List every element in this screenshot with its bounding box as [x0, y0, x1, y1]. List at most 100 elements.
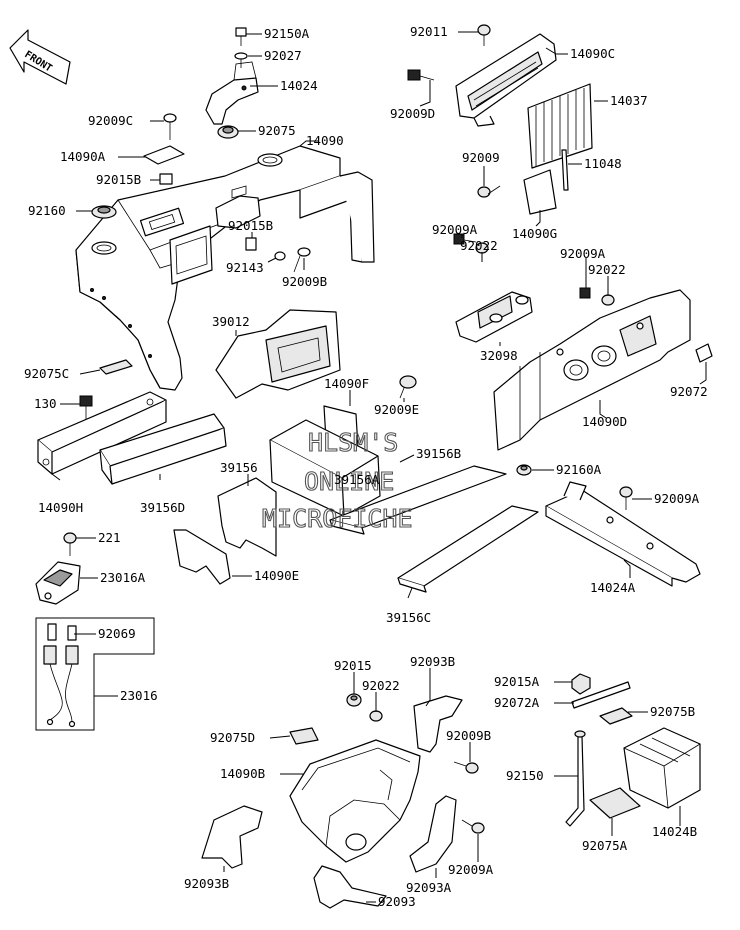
plate-14090A-icon — [143, 145, 185, 165]
dash-panel-14090D-icon — [493, 289, 691, 451]
label-14037: 14037 — [610, 93, 648, 108]
watermark: HLSM'S ONLINE MICROFICHE — [261, 427, 413, 533]
label-14090: 14090 — [306, 133, 344, 148]
bracket-92093A-icon — [409, 795, 457, 873]
label-92069: 92069 — [98, 626, 136, 641]
label-14024: 14024 — [280, 78, 318, 93]
label-14090E: 14090E — [254, 568, 299, 583]
label-92009B: 92009B — [282, 274, 327, 289]
rod-92150-icon — [565, 730, 586, 827]
label-92160A: 92160A — [556, 462, 602, 477]
pad-39156-icon — [217, 477, 277, 557]
label-11048: 11048 — [584, 156, 622, 171]
watermark-line3: MICROFICHE — [262, 504, 413, 533]
bolt-92009A-1-icon — [453, 233, 477, 245]
pad-39156D-icon — [99, 413, 227, 485]
label-92143: 92143 — [226, 260, 264, 275]
label-92075B: 92075B — [650, 704, 695, 719]
label-92009D: 92009D — [390, 106, 435, 121]
harness-box-23016 — [35, 617, 155, 731]
bracket-92093B-2-icon — [201, 805, 263, 869]
clip-92015B-icon — [159, 173, 173, 185]
label-92072: 92072 — [670, 384, 708, 399]
label-39156B: 39156B — [416, 446, 461, 461]
pad-39156B-icon — [329, 465, 507, 535]
label-92022-3: 92022 — [362, 678, 400, 693]
label-92075A: 92075A — [582, 838, 628, 853]
screw-221-icon — [63, 532, 77, 556]
bolt-92009C-icon — [163, 113, 177, 140]
grommet-92160A-icon — [516, 464, 532, 476]
label-14090C: 14090C — [570, 46, 615, 61]
watermark-line2: ONLINE — [304, 467, 394, 496]
wire-harness-23016-icon — [43, 645, 79, 728]
label-92093A: 92093A — [406, 880, 452, 895]
label-92075C: 92075C — [24, 366, 69, 381]
label-39156A: 39156A — [334, 472, 380, 487]
front-arrow-icon: FRONT — [9, 29, 71, 85]
label-92009C: 92009C — [88, 113, 133, 128]
leader-lines — [51, 31, 707, 903]
label-14024A: 14024A — [590, 580, 636, 595]
part-labels: 92150A 92027 14024 92009C 92075 14090 14… — [24, 24, 708, 909]
label-130: 130 — [34, 396, 57, 411]
bezel-14090C-icon — [455, 33, 557, 127]
bolt-92011-icon — [477, 24, 491, 46]
clip-92015B-2-icon — [245, 237, 257, 251]
label-92011: 92011 — [410, 24, 448, 39]
label-23016A: 23016A — [100, 570, 146, 585]
clip-92072-icon — [695, 343, 713, 363]
label-92022-2: 92022 — [588, 262, 626, 277]
label-92009A-4: 92009A — [448, 862, 494, 877]
bracket-92093B-1-icon — [413, 695, 463, 753]
bolt-130-icon — [79, 395, 93, 420]
bolt-92009A-2-icon — [579, 287, 591, 299]
bracket-39012-icon — [215, 309, 341, 399]
label-92075: 92075 — [258, 123, 296, 138]
label-14090A: 14090A — [60, 149, 106, 164]
bracket-14024A-icon — [545, 481, 701, 587]
bolt-92009B-2-icon — [453, 761, 479, 774]
collar-92143-icon — [274, 251, 286, 261]
bracket-14024-icon — [205, 61, 259, 125]
label-92027: 92027 — [264, 48, 302, 63]
strap-92072A-icon — [571, 681, 631, 709]
label-14024B: 14024B — [652, 824, 697, 839]
label-92009A-3: 92009A — [654, 491, 700, 506]
washer-92022-3-icon — [369, 710, 383, 722]
screw-92009E-icon — [399, 375, 417, 399]
label-92009E: 92009E — [374, 402, 419, 417]
label-39156: 39156 — [220, 460, 258, 475]
pad-39156A-icon — [269, 419, 381, 517]
label-92093B: 92093B — [410, 654, 455, 669]
label-14090D: 14090D — [582, 414, 627, 429]
grommet-92075-icon — [217, 125, 239, 139]
label-32098: 32098 — [480, 348, 518, 363]
washer-92027-icon — [234, 52, 248, 68]
label-14090B: 14090B — [220, 766, 265, 781]
bulb-92069-icon — [47, 623, 77, 641]
washer-92022-2-icon — [601, 294, 615, 306]
label-92015B: 92015B — [96, 172, 141, 187]
label-92150A: 92150A — [264, 26, 310, 41]
label-92015A: 92015A — [494, 674, 540, 689]
panel-14090H-icon — [37, 391, 167, 475]
plate-92075C-icon — [99, 359, 133, 375]
battery-tray-14024B-icon — [623, 727, 701, 809]
label-221: 221 — [98, 530, 121, 545]
label-39156C: 39156C — [386, 610, 431, 625]
label-23016: 23016 — [120, 688, 158, 703]
bolt-92009-icon — [477, 185, 501, 198]
bolt-92009D-icon — [407, 69, 435, 81]
label-92009A-2: 92009A — [560, 246, 606, 261]
label-92009: 92009 — [462, 150, 500, 165]
plate-92075D-icon — [289, 727, 319, 745]
main-console-cover — [75, 145, 375, 391]
label-92009A: 92009A — [432, 222, 478, 237]
label-39012: 39012 — [212, 314, 250, 329]
watermark-line1: HLSM'S — [308, 428, 398, 457]
bolt-92009A-4-icon — [461, 819, 485, 834]
label-92075D: 92075D — [210, 730, 255, 745]
label-92015B-2: 92015B — [228, 218, 273, 233]
